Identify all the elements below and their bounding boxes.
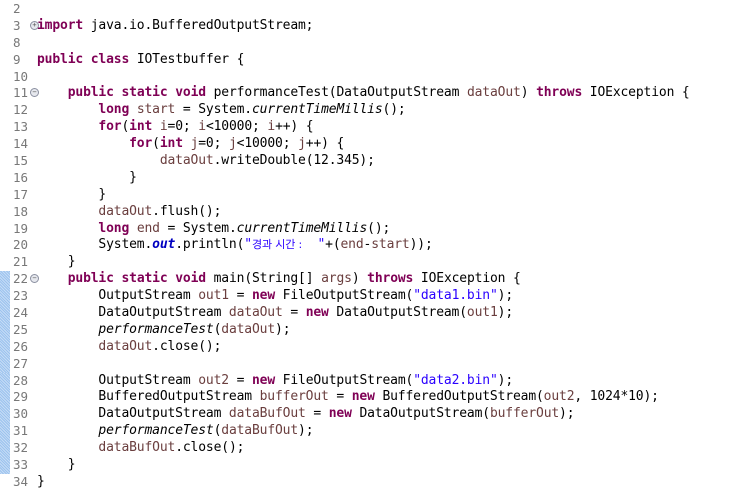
- code-text: System.out.println("경과 시간 : "+(end-start…: [37, 237, 433, 253]
- line-number: 12: [13, 102, 29, 118]
- code-line-13[interactable]: 13 for(int i=0; i<10000; i++) {: [0, 119, 743, 136]
- code-text: performanceTest(dataOut);: [98, 321, 291, 337]
- code-text: }: [37, 473, 45, 489]
- change-marker: [0, 271, 10, 289]
- code-line-32[interactable]: 32 dataBufOut.close();: [0, 440, 743, 458]
- line-number: 30: [13, 406, 29, 422]
- change-marker: [0, 457, 10, 474]
- code-line-17[interactable]: 17 }: [0, 187, 743, 204]
- collapse-icon[interactable]: −: [30, 88, 39, 98]
- line-number: 18: [13, 203, 29, 219]
- class-name: IOTestbuffer: [136, 51, 229, 67]
- change-marker: [0, 305, 10, 322]
- code-text: public static void main(String[] args) t…: [67, 271, 521, 287]
- code-line-8[interactable]: 8: [0, 35, 743, 52]
- line-number: 23: [13, 288, 29, 304]
- line-number: 16: [13, 169, 29, 185]
- code-line-15[interactable]: 15 dataOut.writeDouble(12.345);: [0, 153, 743, 170]
- code-text: BufferedOutputStream bufferOut = new Buf…: [37, 389, 659, 405]
- code-text: public static void performanceTest(DataO…: [67, 85, 690, 101]
- code-line-28[interactable]: 28 OutputStream out2 = new FileOutputStr…: [0, 372, 743, 390]
- line-number: 9: [13, 51, 21, 67]
- line-number: 25: [13, 321, 29, 337]
- code-text: }: [37, 169, 137, 185]
- expand-icon[interactable]: +: [30, 20, 39, 30]
- code-line-29[interactable]: 29 BufferedOutputStream bufferOut = new …: [0, 389, 743, 407]
- code-line-2[interactable]: 2: [0, 1, 743, 18]
- line-number: 11: [13, 85, 29, 101]
- code-line-26[interactable]: 26 dataOut.close();: [0, 338, 743, 356]
- line-number: 19: [13, 220, 29, 236]
- change-marker: [0, 288, 10, 306]
- code-text: long start = System.currentTimeMillis();: [98, 102, 406, 118]
- code-text: dataOut.flush();: [98, 203, 222, 219]
- code-line-25[interactable]: 25 performanceTest(dataOut);: [0, 321, 743, 339]
- code-text: }: [37, 254, 76, 270]
- line-number: 15: [13, 153, 29, 169]
- code-line-11[interactable]: 11− public static void performanceTest(D…: [0, 85, 743, 102]
- change-marker: [0, 372, 10, 390]
- change-marker: [0, 355, 10, 373]
- change-marker: [0, 321, 10, 339]
- code-line-20[interactable]: 20 System.out.println("경과 시간 : "+(end-st…: [0, 237, 743, 254]
- line-number: 27: [13, 355, 29, 371]
- code-line-18[interactable]: 18 dataOut.flush();: [0, 204, 743, 221]
- code-line-33[interactable]: 33 }: [0, 457, 743, 474]
- code-text: performanceTest(dataBufOut);: [98, 423, 314, 439]
- code-line-9[interactable]: 9 public class IOTestbuffer {: [0, 52, 743, 69]
- line-number: 33: [13, 457, 29, 473]
- code-line-30[interactable]: 30 DataOutputStream dataBufOut = new Dat…: [0, 406, 743, 424]
- code-text: OutputStream out2 = new FileOutputStream…: [37, 372, 513, 388]
- code-text: }: [37, 457, 76, 473]
- line-number: 21: [13, 254, 29, 270]
- line-number: 3: [13, 17, 21, 33]
- code-line-3[interactable]: 3 +import java.io.BufferedOutputStream;: [0, 18, 743, 35]
- line-number: 34: [13, 473, 29, 489]
- code-text: dataOut.writeDouble(12.345);: [159, 153, 375, 169]
- line-number: 17: [13, 186, 29, 202]
- code-text: for(int i=0; i<10000; i++) {: [98, 119, 314, 135]
- code-line-10[interactable]: 10: [0, 69, 743, 86]
- collapse-icon[interactable]: −: [30, 274, 39, 284]
- line-number: 28: [13, 372, 29, 388]
- line-number: 8: [13, 34, 21, 50]
- line-number: 26: [13, 338, 29, 354]
- code-text: dataBufOut.close();: [98, 440, 245, 456]
- code-line-34[interactable]: 34}: [0, 474, 743, 491]
- code-text: long end = System.currentTimeMillis();: [98, 220, 391, 236]
- line-number: 2: [13, 1, 21, 16]
- code-text: for(int j=0; j<10000; j++) {: [129, 136, 345, 152]
- line-number: 13: [13, 119, 29, 135]
- line-number: 20: [13, 237, 29, 253]
- line-number: 29: [13, 389, 29, 405]
- code-line-31[interactable]: 31 performanceTest(dataBufOut);: [0, 423, 743, 441]
- code-text: public class IOTestbuffer {: [37, 51, 245, 67]
- code-text: import java.io.BufferedOutputStream;: [37, 17, 314, 33]
- code-line-12[interactable]: 12 long start = System.currentTimeMillis…: [0, 102, 743, 119]
- code-text: OutputStream out1 = new FileOutputStream…: [37, 288, 513, 304]
- code-text: DataOutputStream dataOut = new DataOutpu…: [37, 305, 513, 321]
- change-marker: [0, 406, 10, 424]
- line-number: 14: [13, 136, 29, 152]
- line-number: 22: [13, 271, 29, 287]
- code-line-14[interactable]: 14 for(int j=0; j<10000; j++) {: [0, 136, 743, 153]
- code-line-22[interactable]: 22− public static void main(String[] arg…: [0, 271, 743, 289]
- code-text: DataOutputStream dataBufOut = new DataOu…: [37, 406, 575, 422]
- line-number: 10: [13, 68, 29, 84]
- code-line-19[interactable]: 19 long end = System.currentTimeMillis()…: [0, 221, 743, 238]
- code-line-24[interactable]: 24 DataOutputStream dataOut = new DataOu…: [0, 305, 743, 322]
- code-line-21[interactable]: 21 }: [0, 254, 743, 271]
- line-number: 24: [13, 305, 29, 321]
- change-marker: [0, 338, 10, 356]
- code-line-16[interactable]: 16 }: [0, 170, 743, 187]
- code-text: }: [37, 186, 107, 202]
- code-line-23[interactable]: 23 OutputStream out1 = new FileOutputStr…: [0, 288, 743, 306]
- change-marker: [0, 440, 10, 458]
- line-number: 32: [13, 440, 29, 456]
- change-marker: [0, 423, 10, 441]
- code-text: dataOut.close();: [98, 338, 222, 354]
- line-number: 31: [13, 423, 29, 439]
- change-marker: [0, 389, 10, 407]
- code-line-27[interactable]: 27: [0, 355, 743, 373]
